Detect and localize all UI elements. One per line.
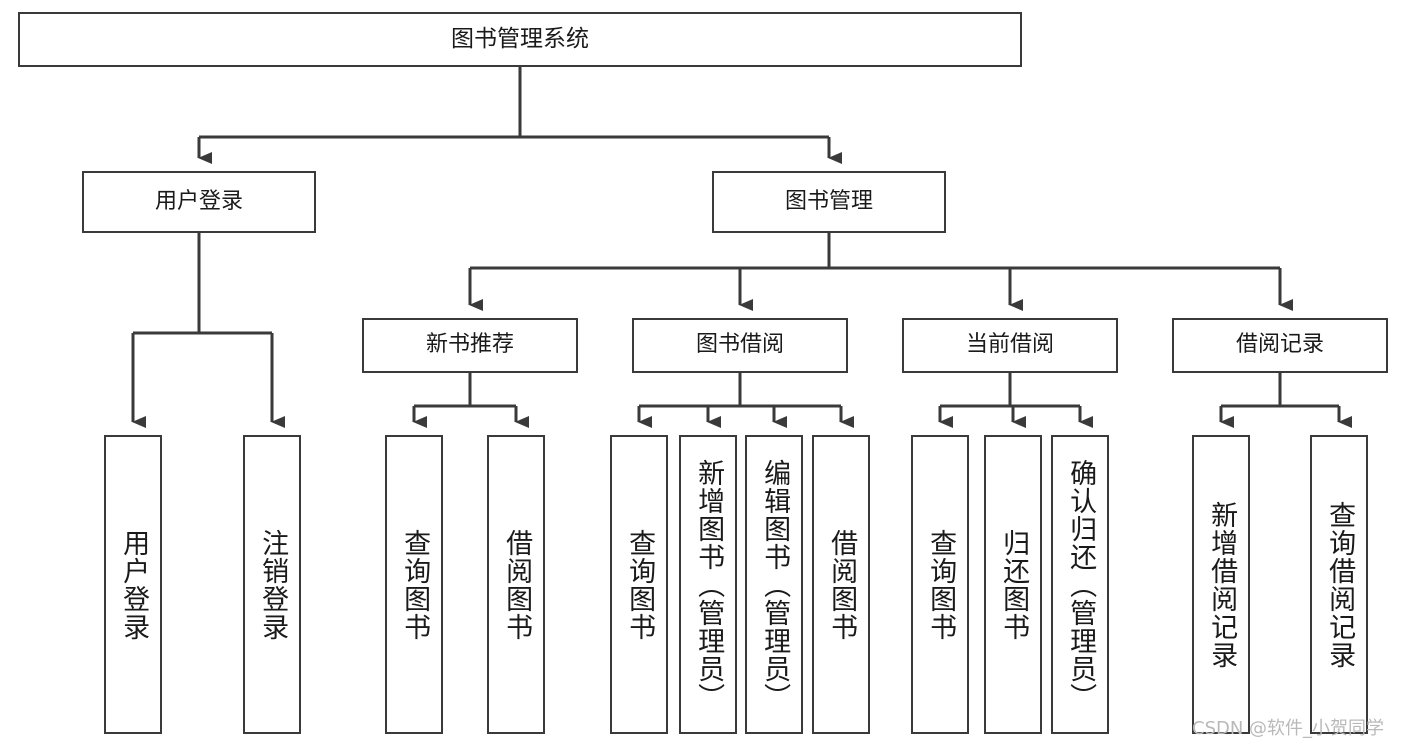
node-leaf-query-book-2[interactable]: 查询图书	[610, 435, 668, 734]
node-book-manage-label: 图书管理	[784, 188, 873, 214]
node-current-borrow-label: 当前借阅	[965, 332, 1054, 358]
node-leaf-borrow-book-2-label: 借阅图书	[826, 528, 858, 641]
node-current-borrow[interactable]: 当前借阅	[902, 318, 1118, 373]
node-book-borrow-label: 图书借阅	[695, 332, 784, 358]
node-leaf-add-book-admin-label: 新增图书（管理员）	[693, 458, 725, 711]
csdn-watermark: CSDN @软件_小贺同学	[1192, 718, 1385, 739]
node-root-label: 图书管理系统	[451, 26, 589, 53]
node-leaf-edit-book-admin-label: 编辑图书（管理员）	[759, 458, 791, 711]
node-root[interactable]: 图书管理系统	[18, 12, 1022, 67]
node-leaf-query-book-3[interactable]: 查询图书	[911, 435, 969, 734]
node-book-borrow[interactable]: 图书借阅	[632, 318, 848, 373]
node-new-book-rec-label: 新书推荐	[425, 332, 514, 358]
node-leaf-query-book-1[interactable]: 查询图书	[385, 435, 443, 734]
node-leaf-borrow-book-1[interactable]: 借阅图书	[487, 435, 545, 734]
node-borrow-record-label: 借阅记录	[1235, 332, 1324, 358]
node-borrow-record[interactable]: 借阅记录	[1172, 318, 1388, 373]
node-new-book-rec[interactable]: 新书推荐	[362, 318, 578, 373]
node-leaf-return-book[interactable]: 归还图书	[984, 435, 1042, 734]
node-book-manage[interactable]: 图书管理	[712, 171, 946, 233]
node-leaf-query-borrow-record[interactable]: 查询借阅记录	[1310, 435, 1368, 734]
node-leaf-borrow-book-1-label: 借阅图书	[501, 528, 533, 641]
node-leaf-borrow-book-2[interactable]: 借阅图书	[812, 435, 870, 734]
node-leaf-add-book-admin[interactable]: 新增图书（管理员）	[679, 435, 737, 734]
node-user-login-label: 用户登录	[154, 188, 243, 214]
node-leaf-confirm-return-admin-label: 确认归还（管理员）	[1065, 458, 1097, 711]
node-leaf-query-borrow-record-label: 查询借阅记录	[1324, 500, 1356, 669]
node-leaf-query-book-1-label: 查询图书	[399, 528, 431, 641]
node-leaf-user-logout[interactable]: 注销登录	[243, 435, 301, 734]
node-leaf-add-borrow-record[interactable]: 新增借阅记录	[1192, 435, 1250, 734]
node-leaf-user-login[interactable]: 用户登录	[104, 435, 162, 734]
node-user-login[interactable]: 用户登录	[82, 171, 316, 233]
node-leaf-confirm-return-admin[interactable]: 确认归还（管理员）	[1051, 435, 1109, 734]
node-leaf-user-login-label: 用户登录	[118, 528, 150, 641]
node-leaf-return-book-label: 归还图书	[998, 528, 1030, 641]
node-leaf-query-book-2-label: 查询图书	[624, 528, 656, 641]
node-leaf-add-borrow-record-label: 新增借阅记录	[1206, 500, 1238, 669]
node-leaf-query-book-3-label: 查询图书	[925, 528, 957, 641]
node-leaf-edit-book-admin[interactable]: 编辑图书（管理员）	[745, 435, 803, 734]
node-leaf-user-logout-label: 注销登录	[257, 528, 289, 641]
